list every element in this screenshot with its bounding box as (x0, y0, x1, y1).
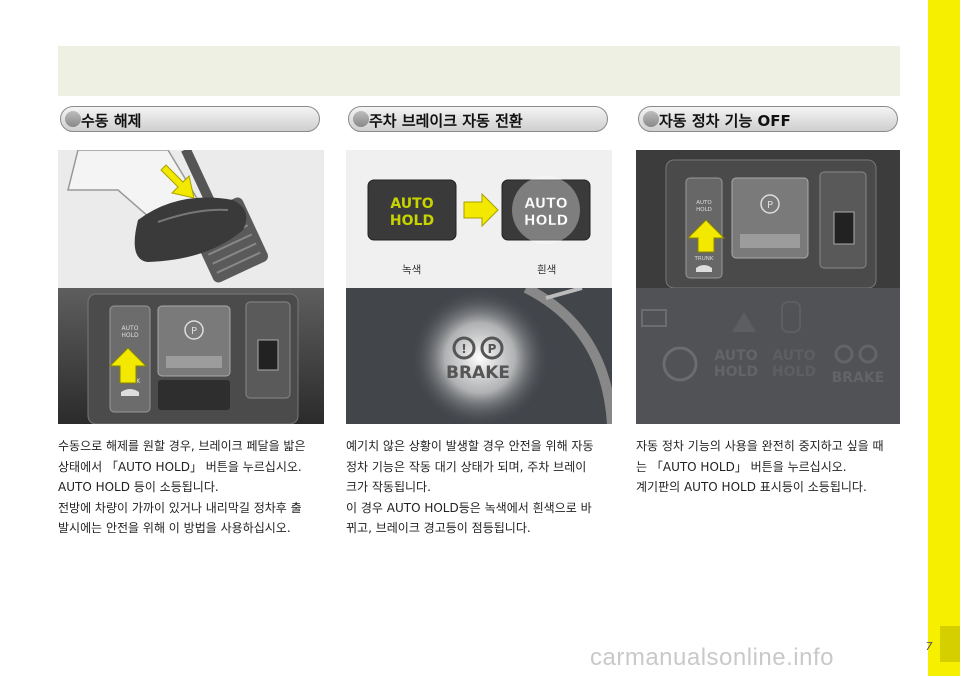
foot-on-pedal-image (58, 150, 324, 288)
warning-icon (452, 336, 476, 360)
arrow-right-icon (463, 192, 499, 228)
caption-white: 흰색 (537, 264, 557, 276)
paragraph-line: 크가 작동됩니다. (346, 480, 431, 495)
paragraph-line: 계기판의 AUTO HOLD 표시등이 소등됩니다. (636, 480, 867, 495)
cluster-auto-line2-a: HOLD (714, 364, 758, 380)
section-body-manual-release: 수동으로 해제를 원할 경우, 브레이크 페달을 밟은 상태에서 「AUTO H… (58, 436, 324, 539)
caption-green: 녹색 (402, 264, 422, 276)
arrow-up-icon (686, 219, 726, 253)
auto-hold-green-line1: AUTO (390, 196, 433, 212)
paragraph-line: 자동 정차 기능의 사용을 완전히 중지하고 싶을 때 (636, 439, 884, 453)
bullet-icon (643, 111, 659, 127)
paragraph-line: AUTO HOLD 등이 소등됩니다. (58, 480, 219, 495)
console-auto-hold-button-image: AUTO HOLD TRUNK P (58, 288, 324, 424)
brake-text: BRAKE (446, 363, 510, 383)
auto-line2-text: HOLD (696, 207, 712, 213)
bullet-icon (353, 111, 369, 127)
svg-text:P: P (767, 200, 773, 211)
arrow-up-icon (108, 347, 148, 384)
auto-line2-text: HOLD (121, 332, 139, 339)
cluster-auto-line2-b: HOLD (772, 364, 816, 380)
parking-icon (480, 336, 504, 360)
header-band (58, 46, 900, 96)
seatbelt-icon (732, 312, 756, 332)
car-icon (696, 265, 712, 272)
auto-line1-text: AUTO (696, 200, 712, 206)
auto-hold-white-line1: AUTO (524, 196, 567, 212)
cluster-parking-icon (858, 344, 878, 364)
chapter-strip (928, 0, 960, 676)
indicator-change-image: AUTO HOLD AUTO HOLD (346, 150, 612, 288)
section-title: 주차 브레이크 자동 전환 (369, 112, 523, 130)
section-header-auto-hold-off: 자동 정차 기능 OFF (638, 106, 898, 132)
door-icon (781, 301, 801, 333)
parking-brake-icon (184, 320, 204, 340)
trunk-text: TRUNK (694, 256, 714, 262)
chapter-tab (940, 626, 960, 662)
paragraph-line: 발시에는 안전을 위해 이 방법을 사용하십시오. (58, 521, 291, 536)
car-icon (121, 389, 139, 396)
section-title: 수동 해제 (81, 112, 142, 130)
bullet-icon (65, 111, 81, 127)
cluster-auto-line1-b: AUTO (772, 348, 815, 364)
parking-brake-icon (760, 194, 780, 214)
paragraph-line: 예기치 않은 상황이 발생할 경우 안전을 위해 자동 (346, 439, 594, 453)
paragraph-line: 수동으로 해제를 원할 경우, 브레이크 페달을 밟은 (58, 439, 306, 453)
watermark: carmanualsonline.info (590, 644, 834, 671)
paragraph-line: 이 경우 AUTO HOLD등은 녹색에서 흰색으로 바 (346, 500, 592, 515)
brake-warning-image: ! P BRAKE (346, 288, 612, 424)
paragraph-line: 상태에서 「AUTO HOLD」 버튼을 누르십시오. (58, 459, 302, 474)
cluster-auto-line1-a: AUTO (714, 348, 757, 364)
auto-hold-white-line2: HOLD (524, 213, 568, 229)
section-header-parking-brake: 주차 브레이크 자동 전환 (348, 106, 608, 132)
cluster-warning-icon (834, 344, 854, 364)
auto-line1-text: AUTO (122, 325, 139, 332)
paragraph-line: 뀌고, 브레이크 경고등이 점등됩니다. (346, 521, 531, 536)
svg-text:!: ! (461, 342, 466, 356)
section-body-auto-hold-off: 자동 정차 기능의 사용을 완전히 중지하고 싶을 때 는 「AUTO HOLD… (636, 436, 902, 498)
console-auto-hold-off-image: AUTO HOLD TRUNK P (636, 150, 900, 288)
auto-hold-green-line2: HOLD (390, 213, 434, 229)
paragraph-line: 전방에 차량이 가까이 있거나 내리막길 정차후 출 (58, 500, 302, 515)
section-body-parking-brake: 예기치 않은 상황이 발생할 경우 안전을 위해 자동 정차 기능은 작동 대기… (346, 436, 612, 539)
cluster-brake-text: BRAKE (832, 370, 885, 386)
paragraph-line: 는 「AUTO HOLD」 버튼을 누르십시오. (636, 459, 847, 474)
paragraph-line: 정차 기능은 작동 대기 상태가 되며, 주차 브레이 (346, 459, 587, 474)
page-number: 7 (925, 640, 933, 653)
cluster-auto-hold-off-image: AUTO HOLD AUTO HOLD BRAKE (636, 288, 900, 424)
svg-text:P: P (488, 342, 497, 356)
section-title: 자동 정차 기능 OFF (659, 112, 791, 130)
section-header-manual-release: 수동 해제 (60, 106, 320, 132)
svg-text:P: P (191, 326, 197, 337)
